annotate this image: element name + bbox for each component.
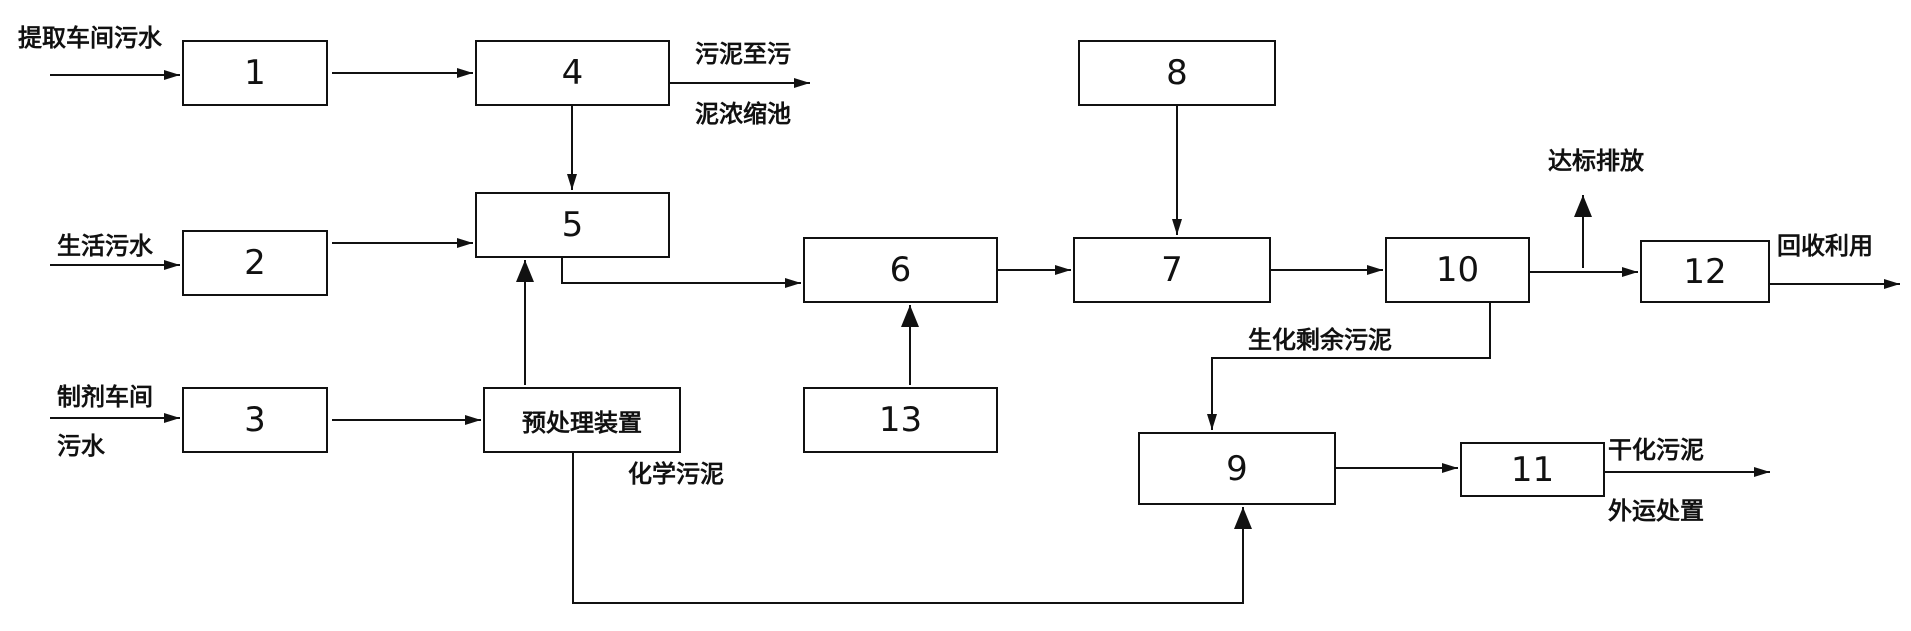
box-10: 10 xyxy=(1385,237,1530,303)
box-8: 8 xyxy=(1078,40,1276,106)
label-sludge-to-thickener-2: 泥浓缩池 xyxy=(695,100,791,128)
arrow-in-2 xyxy=(50,260,180,270)
box-pretreatment: 预处理装置 xyxy=(483,387,681,453)
box-11: 11 xyxy=(1460,442,1605,497)
box-7: 7 xyxy=(1073,237,1271,303)
label-extract-workshop-wastewater: 提取车间污水 xyxy=(18,24,162,52)
box-9: 9 xyxy=(1138,432,1336,505)
label-discharge-to-standard: 达标排放 xyxy=(1548,147,1644,175)
label-prep-workshop: 制剂车间 xyxy=(57,383,153,411)
box-13: 13 xyxy=(803,387,998,453)
arrow-10-9 xyxy=(1207,303,1491,430)
arrow-chem-sludge-9 xyxy=(572,453,1252,604)
label-dried-sludge-2: 外运处置 xyxy=(1608,497,1704,525)
arrow-10-12 xyxy=(1530,267,1638,277)
arrow-pretreat-5 xyxy=(516,260,534,385)
arrow-9-11 xyxy=(1336,463,1458,473)
arrow-discharge-up xyxy=(1574,195,1592,268)
arrow-13-6 xyxy=(901,305,919,385)
arrow-7-10 xyxy=(1271,265,1383,275)
label-dried-sludge-1: 干化污泥 xyxy=(1608,436,1704,464)
arrow-in-1 xyxy=(50,70,180,80)
box-5: 5 xyxy=(475,192,670,258)
arrow-11-out xyxy=(1605,467,1770,477)
label-chemical-sludge: 化学污泥 xyxy=(628,460,724,488)
box-6: 6 xyxy=(803,237,998,303)
arrow-in-3 xyxy=(50,413,180,423)
box-12: 12 xyxy=(1640,240,1770,303)
label-domestic-wastewater: 生活污水 xyxy=(57,232,153,260)
box-3: 3 xyxy=(182,387,328,453)
arrow-3-pretreat xyxy=(332,415,481,425)
box-4: 4 xyxy=(475,40,670,106)
arrow-12-recycle xyxy=(1770,279,1900,289)
label-prep-wastewater: 污水 xyxy=(57,432,105,460)
label-recycle: 回收利用 xyxy=(1777,232,1873,260)
arrow-6-7 xyxy=(998,265,1071,275)
arrow-4-sludge-out xyxy=(670,78,810,88)
label-sludge-to-thickener-1: 污泥至污 xyxy=(695,40,791,68)
arrow-2-5 xyxy=(332,238,473,248)
arrow-5-6 xyxy=(561,258,801,288)
arrow-4-5 xyxy=(567,106,577,190)
arrow-1-4 xyxy=(332,68,473,78)
box-2: 2 xyxy=(182,230,328,296)
arrow-8-7 xyxy=(1172,106,1182,235)
label-biochemical-sludge: 生化剩余污泥 xyxy=(1248,326,1392,354)
box-1: 1 xyxy=(182,40,328,106)
